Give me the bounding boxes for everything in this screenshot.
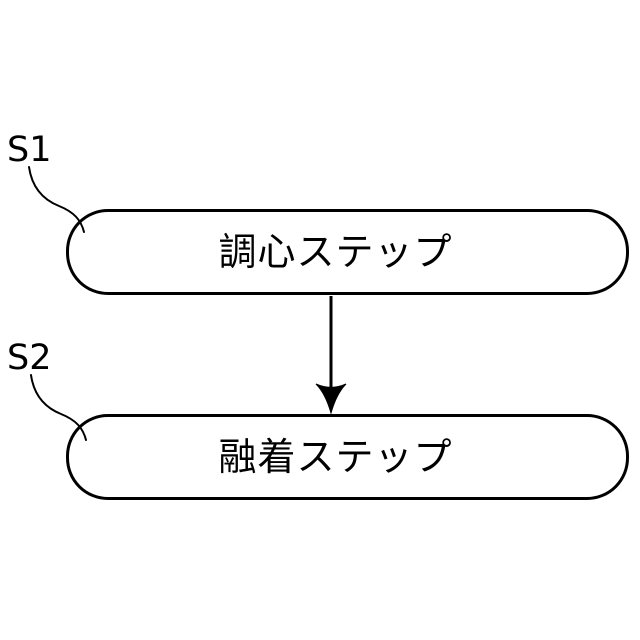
step-label-s1: 調心ステップ bbox=[218, 230, 453, 274]
arrowhead-down-icon bbox=[315, 383, 347, 415]
step-box-s2: 融着ステップ bbox=[66, 414, 629, 500]
step-ref-label-s2: S2 bbox=[7, 338, 52, 378]
step-ref-label-s1: S1 bbox=[7, 130, 52, 170]
step-box-s1: 調心ステップ bbox=[66, 209, 629, 295]
step-label-s2: 融着ステップ bbox=[218, 435, 453, 479]
